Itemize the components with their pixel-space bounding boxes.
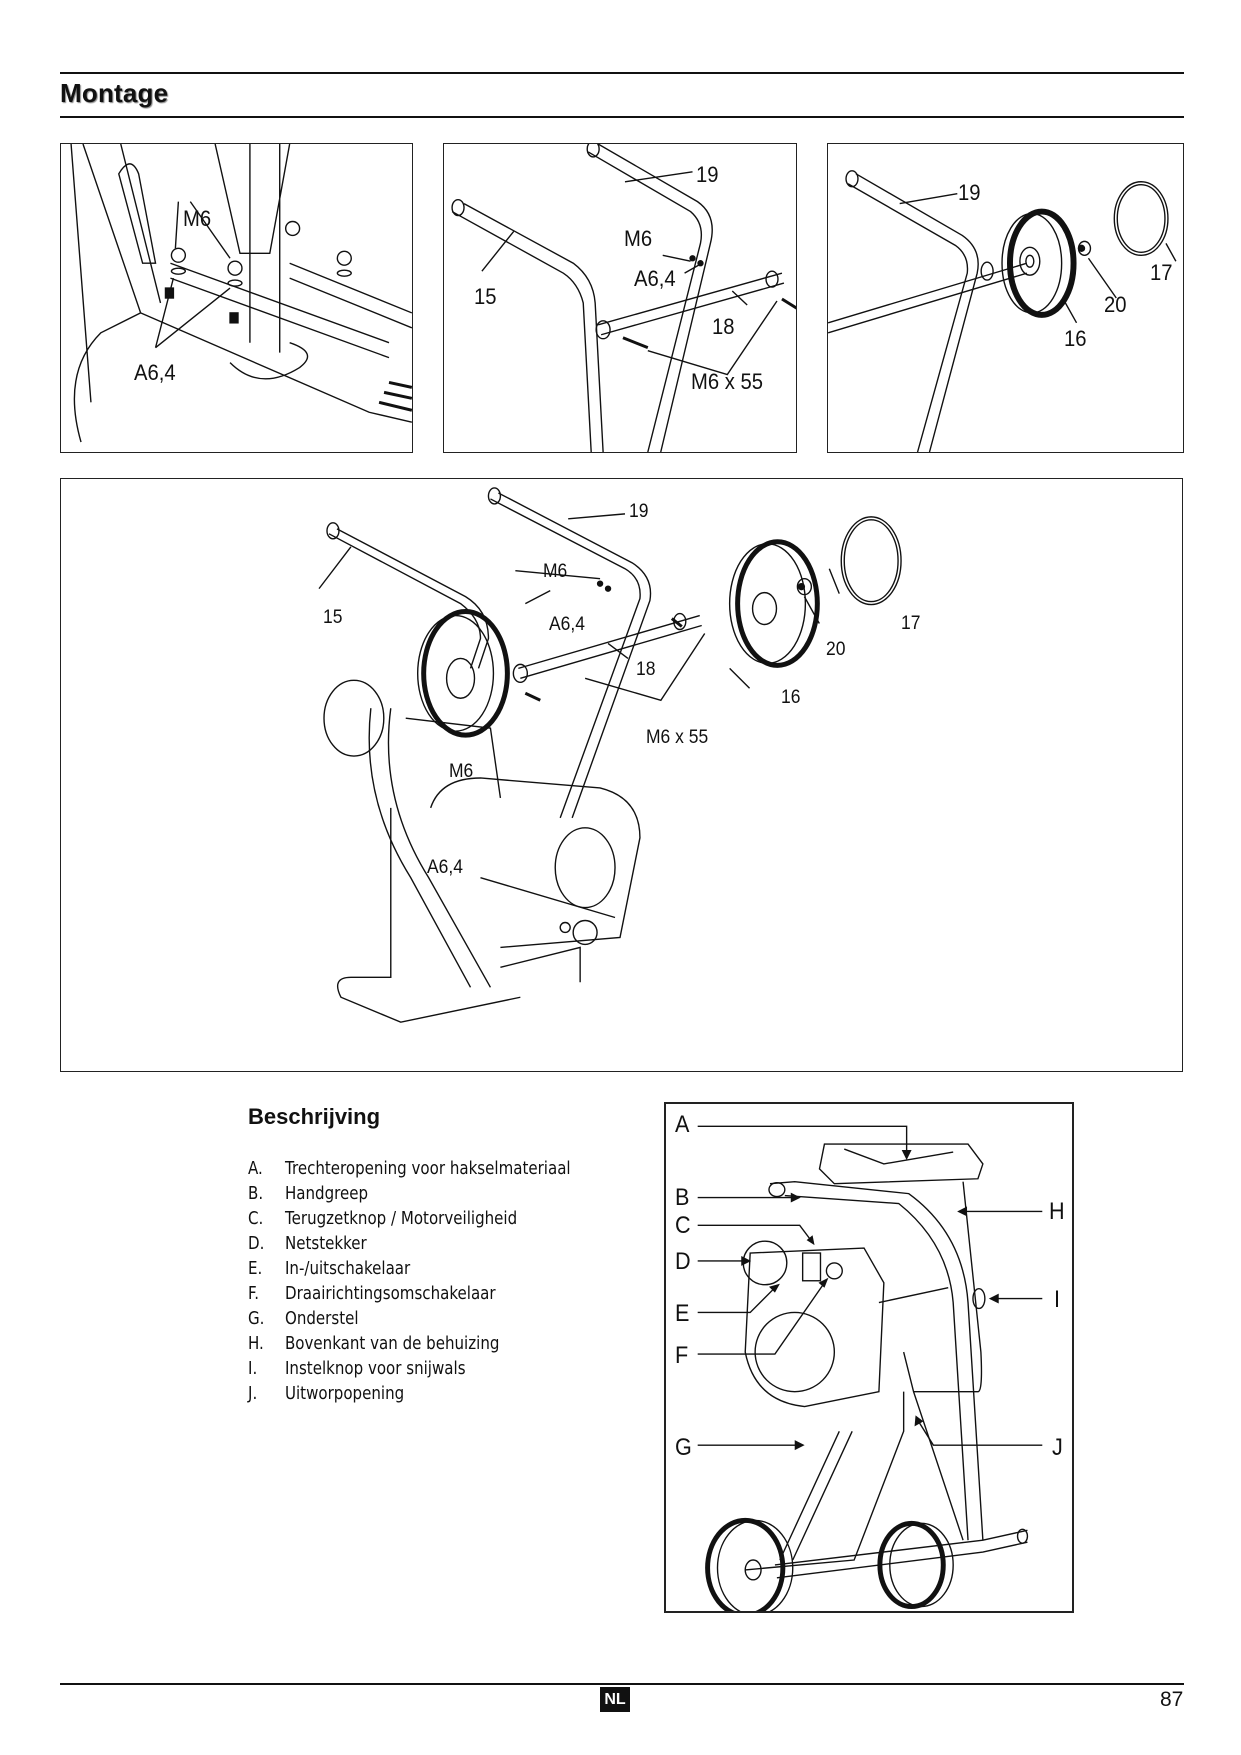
label-19: 19 xyxy=(696,162,719,187)
list-item: C.Terugzetknop / Motorveiligheid xyxy=(248,1209,518,1229)
list-item: D.Netstekker xyxy=(248,1234,367,1254)
label-18: 18 xyxy=(712,314,735,339)
footer-rule xyxy=(60,1683,1184,1685)
callout-c: C xyxy=(675,1212,691,1239)
figure-handle-frame: 19 M6 A6,4 15 18 M6 x 55 xyxy=(443,143,797,453)
label-m6-lower: M6 xyxy=(449,761,474,782)
list-item: F.Draairichtingsomschakelaar xyxy=(248,1284,496,1304)
label-20: 20 xyxy=(1104,292,1127,317)
figure-assembly-overview: 19 M6 A6,4 15 18 17 20 16 M6 x 55 M6 A6,… xyxy=(60,478,1183,1072)
label-20: 20 xyxy=(826,639,846,660)
label-m6: M6 xyxy=(183,206,212,231)
header-rule-bottom xyxy=(60,116,1184,118)
label-m6x55: M6 x 55 xyxy=(691,369,764,394)
list-item: G.Onderstel xyxy=(248,1309,359,1329)
figure-bracket-detail: M6 A6,4 xyxy=(60,143,413,453)
figure-wheel: 19 17 20 16 xyxy=(827,143,1184,453)
label-17: 17 xyxy=(901,613,921,634)
chipper-drawing xyxy=(697,1125,1043,1611)
label-m6: M6 xyxy=(624,226,653,251)
page-number: 87 xyxy=(1160,1688,1184,1711)
label-a64: A6,4 xyxy=(634,266,676,291)
label-a64-lower: A6,4 xyxy=(427,857,463,878)
callout-h: H xyxy=(1049,1198,1065,1225)
callout-b: B xyxy=(675,1184,690,1211)
description-list: A.Trechteropening voor hakselmateriaal B… xyxy=(248,1159,623,1409)
callout-d: D xyxy=(675,1248,691,1275)
callout-f: F xyxy=(675,1342,689,1369)
list-item: I.Instelknop voor snijwals xyxy=(248,1359,466,1379)
list-item: B.Handgreep xyxy=(248,1184,369,1204)
list-item: E.In-/uitschakelaar xyxy=(248,1259,411,1279)
label-m6: M6 xyxy=(543,561,568,582)
label-19: 19 xyxy=(958,180,981,205)
wheel-drawing xyxy=(828,170,1177,452)
label-15: 15 xyxy=(474,284,497,309)
label-15: 15 xyxy=(323,607,343,628)
label-m6x55: M6 x 55 xyxy=(646,727,709,748)
label-19: 19 xyxy=(629,501,649,522)
callout-i: I xyxy=(1054,1286,1061,1313)
assembly-overview-drawing xyxy=(318,487,902,1023)
label-a64: A6,4 xyxy=(134,360,176,385)
section-title: Montage xyxy=(60,78,169,108)
callout-e: E xyxy=(675,1300,690,1327)
language-badge: NL xyxy=(600,1687,630,1712)
callout-g: G xyxy=(675,1434,692,1461)
header-rule-top xyxy=(60,72,1184,74)
label-18: 18 xyxy=(636,659,656,680)
description-title: Beschrijving xyxy=(248,1104,381,1129)
handle-frame-drawing xyxy=(451,144,796,452)
label-17: 17 xyxy=(1150,260,1173,285)
figure-product-description: A B C D E F G H I J xyxy=(664,1102,1074,1613)
label-16: 16 xyxy=(1064,326,1087,351)
callout-a: A xyxy=(675,1111,690,1138)
label-16: 16 xyxy=(781,687,801,708)
bracket-detail-drawing xyxy=(70,144,412,443)
callout-j: J xyxy=(1052,1434,1063,1461)
label-a64: A6,4 xyxy=(549,614,585,635)
list-item: J.Uitworpopening xyxy=(248,1384,405,1404)
list-item: H.Bovenkant van de behuizing xyxy=(248,1334,500,1354)
list-item: A.Trechteropening voor hakselmateriaal xyxy=(248,1159,571,1179)
